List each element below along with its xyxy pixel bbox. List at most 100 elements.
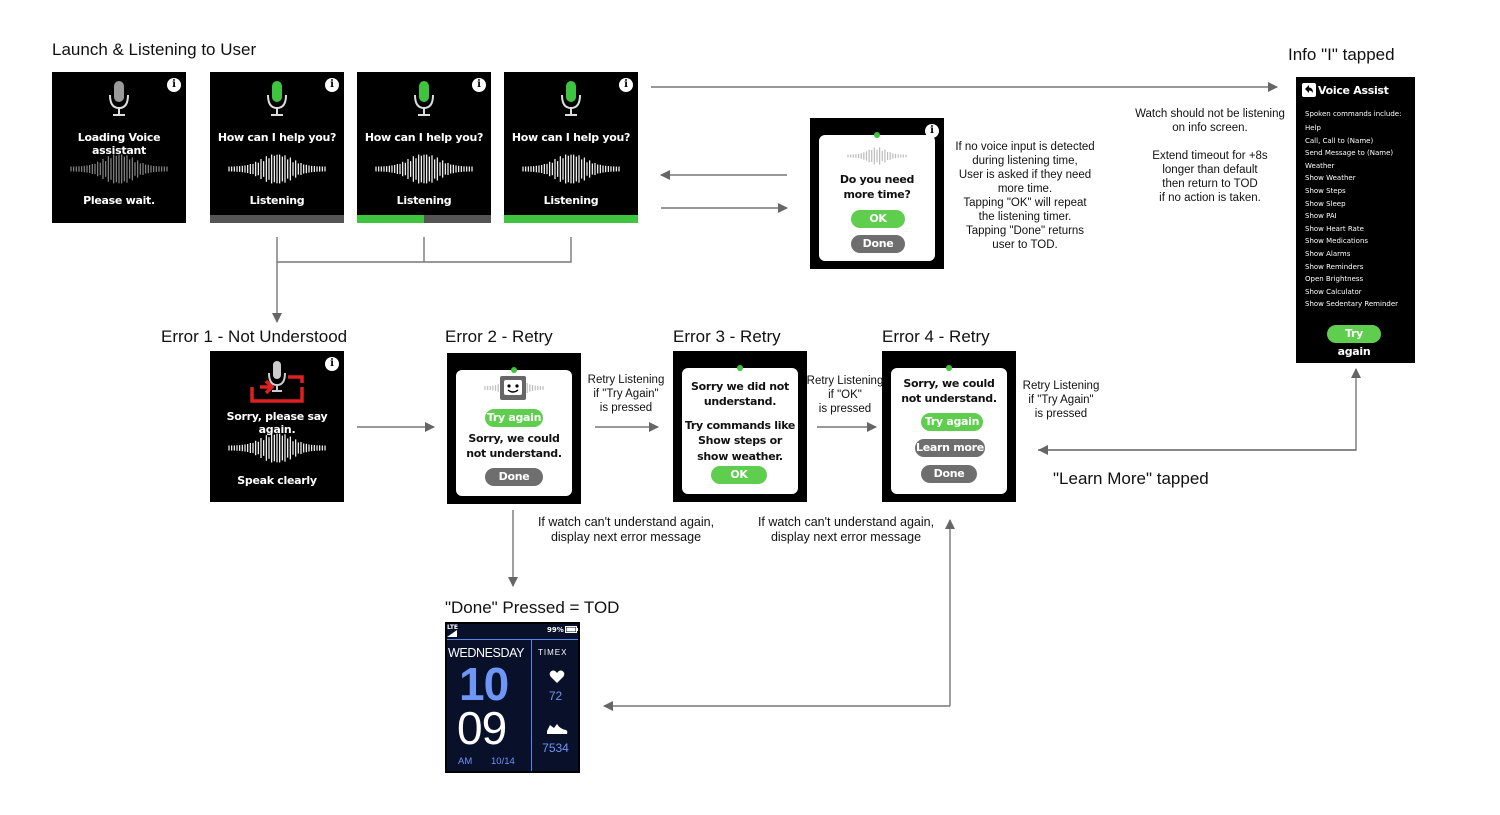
error3-line3: Try commands like — [684, 419, 796, 432]
launch-screen: How can I help you? Listening i — [210, 72, 344, 223]
note-line: during listening time, — [972, 155, 1078, 167]
listening-dot — [511, 367, 517, 373]
signal-icon — [447, 630, 457, 637]
tod-day: WEDNESDAY — [448, 646, 525, 660]
launch-footer: Listening — [396, 194, 452, 207]
launch-footer: Please wait. — [83, 194, 155, 207]
error2-done-button[interactable]: Done — [485, 468, 543, 486]
command-item: Show Sedentary Reminder — [1305, 300, 1399, 309]
heart-icon — [549, 670, 565, 683]
tod-hour: 10 — [459, 658, 509, 710]
command-item: Help — [1305, 124, 1321, 132]
error4-done-button[interactable]: Done — [921, 465, 977, 483]
command-item: Show Calculator — [1305, 287, 1362, 296]
microphone-icon — [414, 81, 434, 116]
error3-line1: Sorry we did not — [691, 380, 789, 393]
error3-line2: understand. — [703, 395, 777, 408]
more-time-card: Do you need more time? OK Done — [819, 132, 935, 261]
title-error1: Error 1 - Not Understood — [161, 327, 348, 346]
note-line: on info screen. — [1172, 122, 1248, 134]
note-line: If watch can't understand again, — [537, 515, 715, 529]
launch-heading: How can I help you? — [364, 131, 484, 144]
retry-mic-icon — [250, 361, 304, 403]
more-time-done-button[interactable]: Done — [851, 235, 905, 253]
title-done-pressed: "Done" Pressed = TOD — [445, 598, 620, 617]
info-screen: Voice Assist Spoken commands include: He… — [1296, 77, 1415, 363]
note-line: Retry Listening — [1022, 380, 1100, 392]
more-time-question-1: Do you need — [839, 173, 915, 186]
launch-footer: Listening — [543, 194, 599, 207]
error3-line5: show weather. — [697, 450, 783, 463]
tod-minute: 09 — [457, 702, 507, 754]
info-icon[interactable]: i — [325, 357, 339, 371]
info-title: Voice Assist — [1318, 84, 1389, 97]
command-item: Open Brightness — [1305, 275, 1364, 284]
note-line: If no voice input is detected — [955, 141, 1095, 153]
waveform-icon — [228, 433, 326, 463]
note-retry-try-again-1: Retry Listening if "Try Again" is pressed — [584, 373, 668, 415]
tod-date: 10/14 — [491, 756, 515, 767]
error1-footer: Speak clearly — [237, 474, 317, 487]
listening-dot — [946, 365, 952, 371]
note-line: if "Try Again" — [1028, 394, 1094, 406]
info-icon[interactable]: i — [325, 78, 339, 92]
command-item: Show Alarms — [1305, 249, 1351, 258]
waveform-icon — [847, 147, 907, 165]
note-line: longer than default — [1162, 164, 1258, 176]
tod-brand: TIMEX — [538, 648, 568, 657]
listening-progress-fill — [504, 215, 638, 223]
error2-card: Try again Sorry, we could not understand… — [456, 367, 572, 496]
error4-learn-more-button[interactable]: Learn more — [915, 439, 985, 457]
tod-divider-v — [531, 640, 532, 771]
battery-percent: 99% — [547, 626, 564, 634]
error1-heading: Sorry, please say again. — [226, 410, 328, 436]
launch-heading: How can I help you? — [511, 131, 631, 144]
launch-screen: How can I help you? Listening i — [357, 72, 491, 223]
note-line: Tapping "OK" will repeat — [963, 197, 1087, 209]
error3-ok-button[interactable]: OK — [711, 466, 767, 484]
note-line: is pressed — [818, 403, 872, 415]
note-line: if "Try Again" — [593, 388, 659, 400]
info-icon[interactable]: i — [619, 78, 633, 92]
error2-try-again-button[interactable]: Try again — [485, 409, 543, 427]
info-try-again-button[interactable]: Try again — [1327, 325, 1381, 358]
error4-line2: not understand. — [901, 392, 997, 405]
note-line: the listening timer. — [978, 211, 1072, 223]
error4-try-again-button[interactable]: Try again — [921, 413, 983, 431]
error2-line2: not understand. — [466, 447, 562, 460]
tod-screen: LTE 99% WEDNESDAY 10 09 AM 10/14 TIMEX 7… — [445, 622, 580, 773]
info-icon[interactable]: i — [167, 78, 181, 92]
waveform-icon — [375, 154, 473, 184]
note-line — [1130, 135, 1290, 149]
note-cant-understand-1: If watch can't understand again,display … — [536, 515, 716, 545]
battery-icon — [565, 626, 578, 633]
note-line: display next error message — [550, 530, 702, 544]
launch-heading: Loading Voice assistant — [77, 131, 161, 157]
command-item: Show Steps — [1305, 186, 1346, 195]
more-time-ok-button[interactable]: OK — [851, 210, 905, 228]
note-line: Retry Listening — [587, 374, 665, 386]
back-arrow-icon[interactable] — [1302, 83, 1316, 97]
error3-card: Sorry we did not understand. Try command… — [682, 365, 798, 494]
note-line: if no action is taken. — [1159, 192, 1261, 204]
note-line: is pressed — [599, 402, 653, 414]
waveform-icon — [228, 154, 326, 184]
info-icon[interactable]: i — [472, 78, 486, 92]
note-line: If watch can't understand again, — [757, 515, 935, 529]
note-line: more time. — [997, 183, 1053, 195]
command-item: Send Message to (Name) — [1305, 149, 1394, 158]
info-icon[interactable]: i — [925, 124, 939, 138]
info-intro: Spoken commands include: — [1305, 110, 1402, 118]
error2-line1: Sorry, we could — [468, 432, 560, 445]
note-more-time: If no voice input is detected during list… — [955, 140, 1095, 252]
launch-heading: How can I help you? — [217, 131, 337, 144]
launch-screen: How can I help you? Listening i — [504, 72, 638, 223]
error4-line1: Sorry, we could — [903, 377, 995, 390]
error3-line4: Show steps or — [698, 434, 782, 447]
launch-footer: Listening — [249, 194, 305, 207]
waveform-icon — [522, 154, 620, 184]
